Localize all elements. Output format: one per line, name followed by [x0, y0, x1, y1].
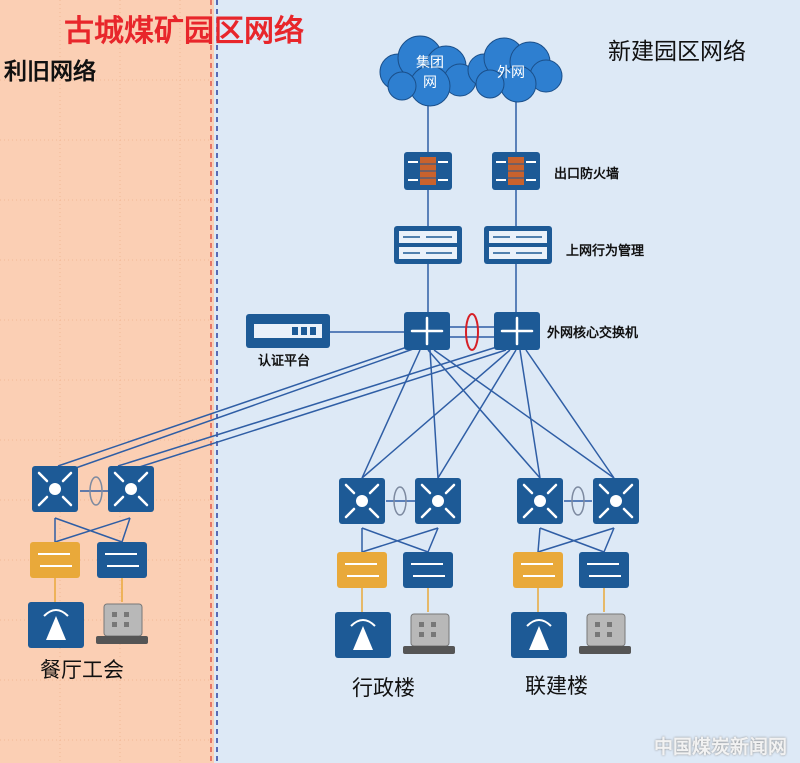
joint-agg-switch-right[interactable] — [593, 478, 639, 524]
auth-platform-server[interactable] — [246, 314, 330, 348]
canteen-access-switch-blue[interactable] — [97, 542, 147, 578]
admin-stack-ring — [393, 486, 407, 516]
cloud-group-net — [379, 35, 477, 107]
building-admin-label: 行政楼 — [352, 676, 415, 700]
canteen-wireless-ap[interactable] — [28, 602, 84, 648]
links — [54, 98, 615, 553]
canteen-access-switch-yellow[interactable] — [30, 542, 80, 578]
joint-access-switch-yellow[interactable] — [513, 552, 563, 588]
diagram-title: 古城煤矿园区网络 — [64, 14, 304, 49]
new-zone-background — [214, 0, 800, 763]
core-switch-right[interactable] — [494, 312, 540, 350]
canteen-agg-switch-left[interactable] — [32, 466, 78, 512]
building-canteen-label: 餐厅工会 — [40, 658, 124, 682]
core-switch-label: 外网核心交换机 — [547, 326, 639, 341]
watermark: 中国煤炭新闻网 — [654, 736, 788, 758]
firewall-label: 出口防火墙 — [554, 167, 620, 182]
admin-access-switch-blue[interactable] — [403, 552, 453, 588]
cloud-group-net-label: 集团网 — [416, 55, 444, 91]
joint-access-switch-blue[interactable] — [579, 552, 629, 588]
joint-agg-switch-left[interactable] — [517, 478, 563, 524]
admin-agg-switch-left[interactable] — [339, 478, 385, 524]
cloud-internet-label: 外网 — [497, 65, 525, 81]
canteen-terminal[interactable] — [96, 603, 148, 644]
cloud-internet — [467, 37, 563, 103]
joint-wireless-ap[interactable] — [511, 612, 567, 658]
admin-access-switch-yellow[interactable] — [337, 552, 387, 588]
behavior-mgmt-right[interactable] — [484, 226, 552, 264]
access-drops — [54, 578, 605, 612]
canteen-agg-switch-right[interactable] — [108, 466, 154, 512]
admin-terminal[interactable] — [403, 613, 455, 654]
firewall-left[interactable] — [404, 152, 452, 190]
behavior-mgmt-label: 上网行为管理 — [566, 244, 645, 259]
firewall-right[interactable] — [492, 152, 540, 190]
legacy-zone-label: 利旧网络 — [4, 59, 96, 85]
new-zone-label: 新建园区网络 — [608, 39, 746, 65]
admin-agg-switch-right[interactable] — [415, 478, 461, 524]
legacy-zone-background — [0, 0, 214, 763]
admin-wireless-ap[interactable] — [335, 612, 391, 658]
joint-stack-ring — [571, 486, 585, 516]
building-joint-label: 联建楼 — [525, 674, 588, 698]
behavior-mgmt-left[interactable] — [394, 226, 462, 264]
core-stack-ring — [465, 313, 479, 351]
joint-terminal[interactable] — [579, 613, 631, 654]
canteen-stack-ring — [89, 476, 103, 506]
core-switch-left[interactable] — [404, 312, 450, 350]
auth-platform-label: 认证平台 — [258, 354, 311, 369]
